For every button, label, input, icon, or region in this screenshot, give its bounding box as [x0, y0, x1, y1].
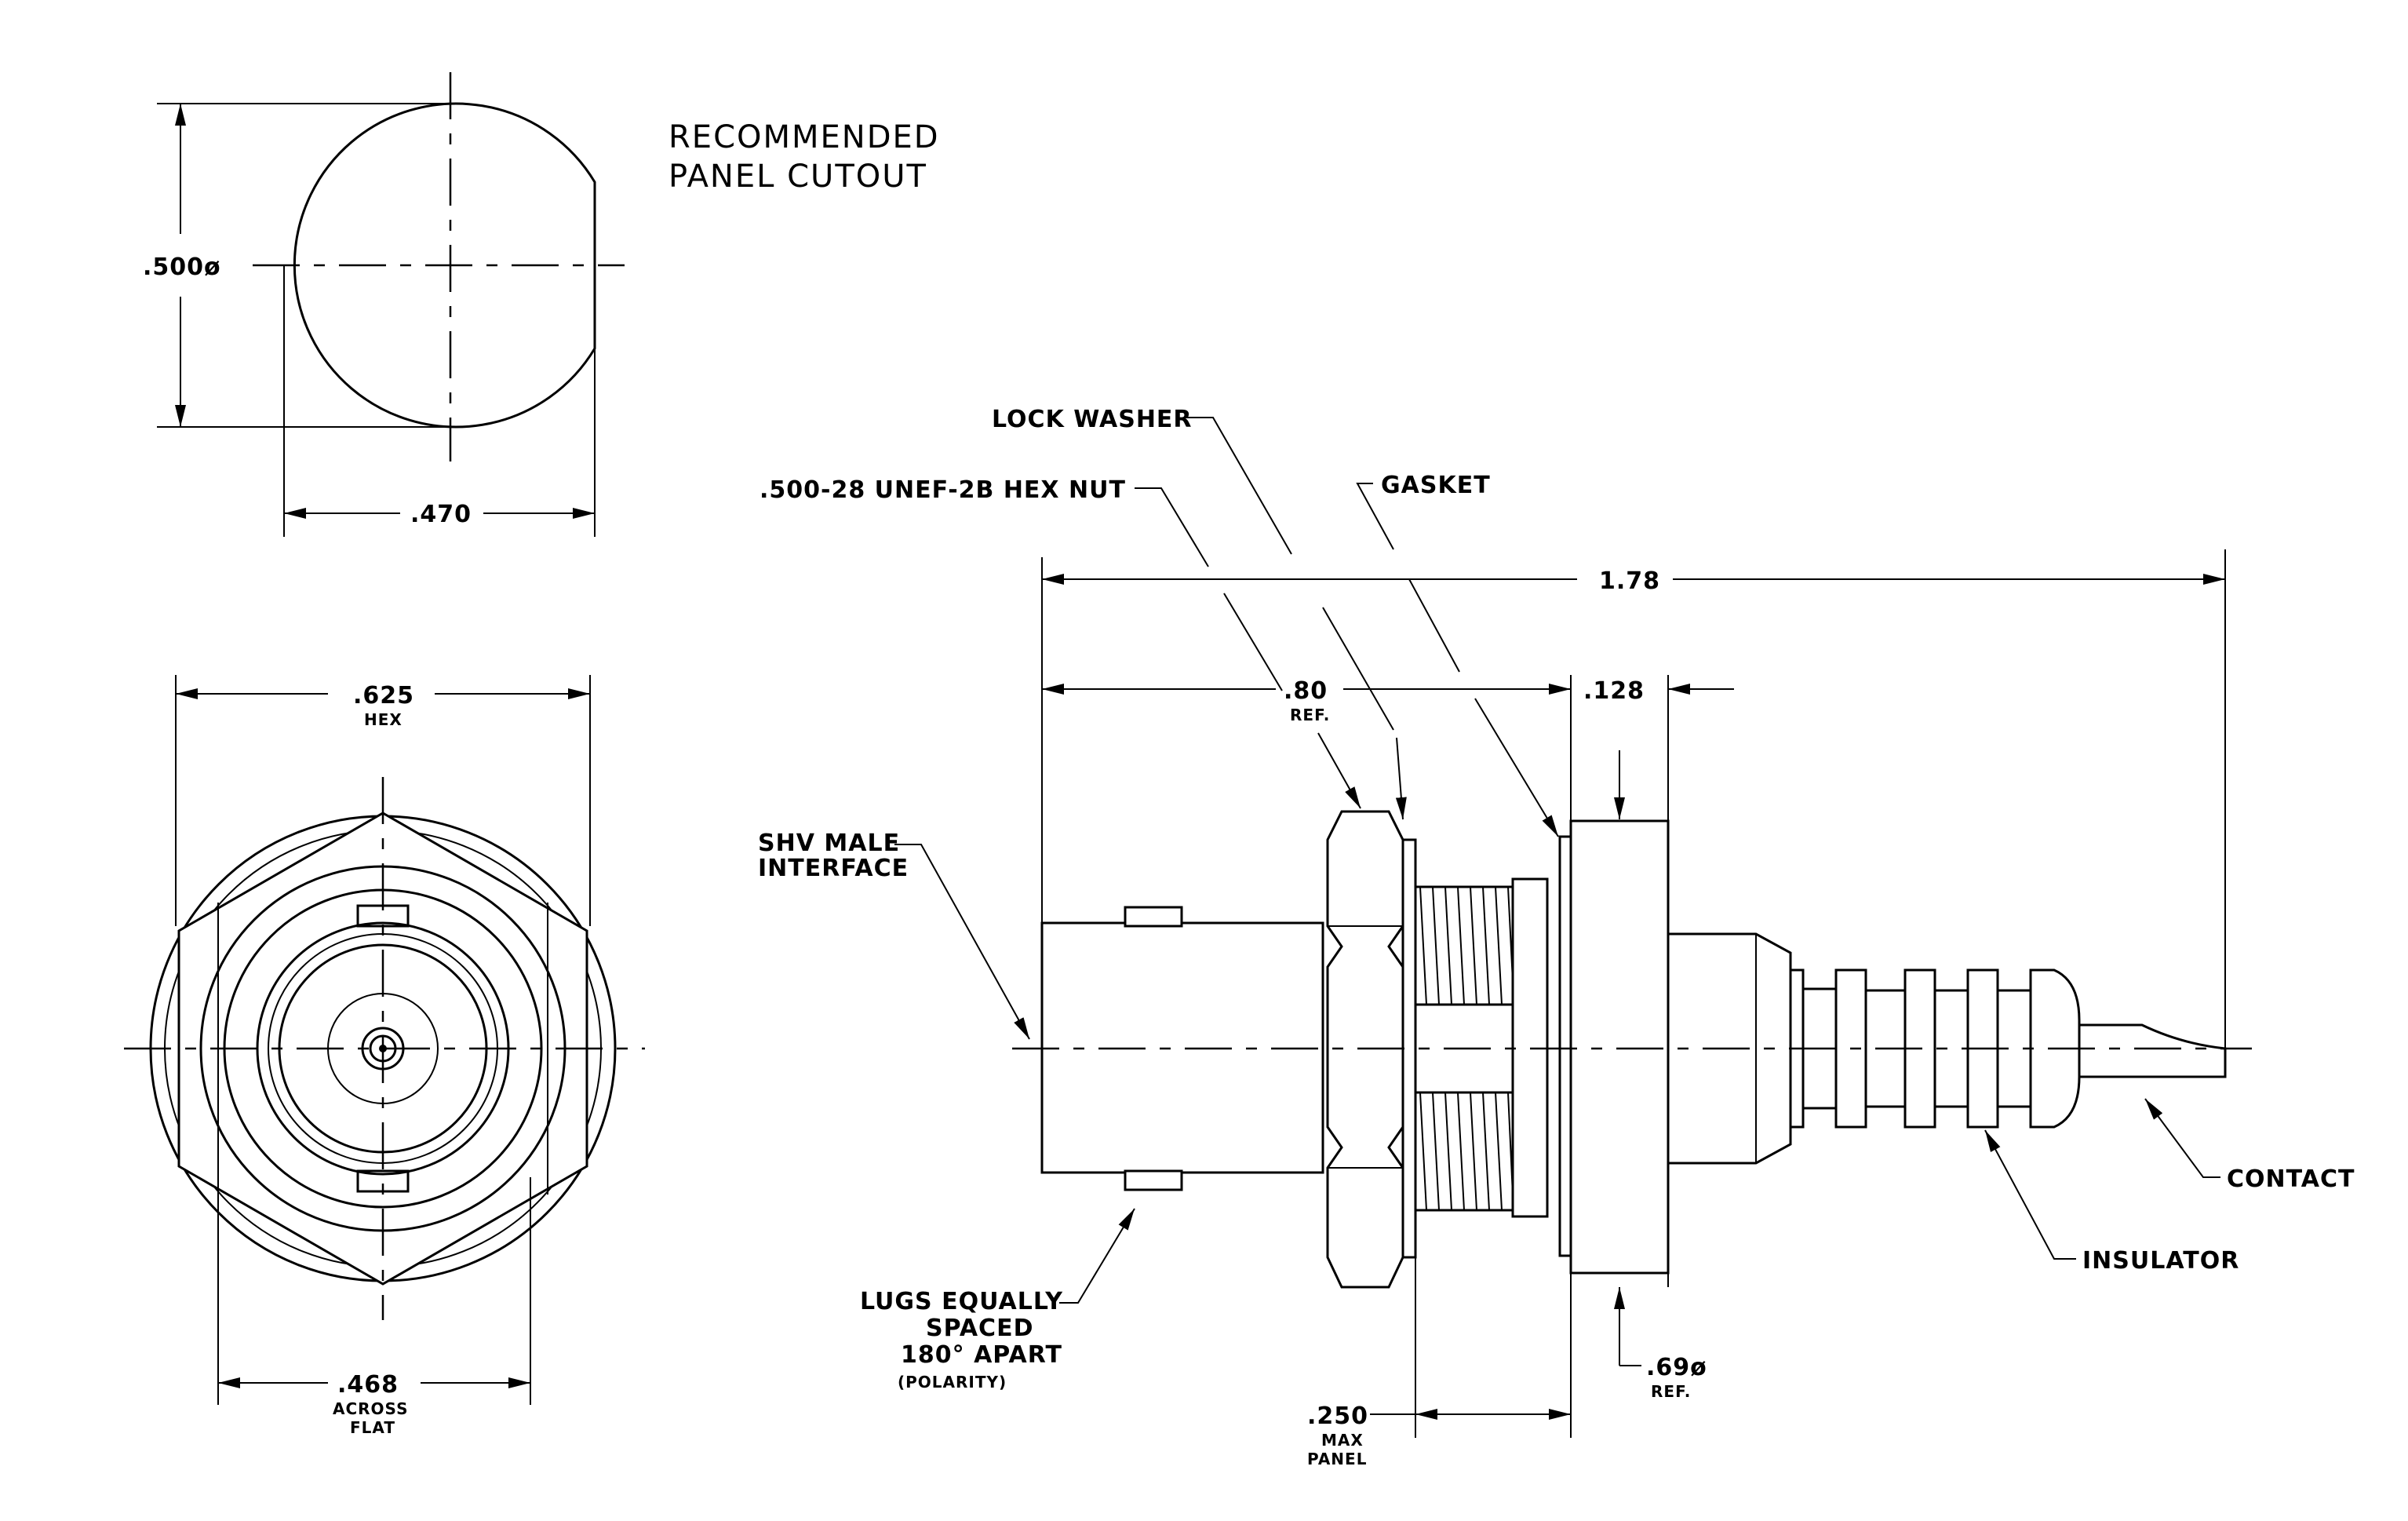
overall-length-dim: 1.78 — [1599, 567, 1660, 595]
lugs-callout-line1: LUGS EQUALLY — [860, 1288, 1063, 1315]
side-top-lug — [1124, 906, 1183, 928]
ref-length-label: REF. — [1290, 706, 1330, 724]
across-flat-label1: ACROSS — [333, 1399, 408, 1418]
thread-bottom — [1414, 1091, 1514, 1212]
hex-nut-callout: .500-28 UNEF-2B HEX NUT — [760, 476, 1126, 504]
hex-dim: .625 — [353, 682, 414, 709]
side-view: 1.78 .80 REF. .128 .250 MAX PANEL .69ø R… — [758, 406, 2355, 1468]
side-bottom-lug — [1124, 1169, 1183, 1191]
contact-pin — [2079, 1023, 2227, 1078]
cutout-diameter-dim: .500ø — [143, 254, 221, 281]
across-flat-label2: FLAT — [350, 1418, 395, 1437]
max-panel-dim: .250 — [1307, 1402, 1368, 1430]
shv-callout-line2: INTERFACE — [758, 855, 909, 882]
cutout-title-line2: PANEL CUTOUT — [668, 159, 927, 195]
contact-callout: CONTACT — [2227, 1165, 2355, 1193]
thread-top — [1414, 885, 1514, 1006]
cutout-outline — [293, 102, 596, 429]
shv-callout-line1: SHV MALE — [758, 830, 900, 857]
ref-length-dim: .80 — [1284, 677, 1328, 705]
lock-washer-side — [1401, 838, 1417, 1259]
lugs-callout-line3: 180° APART — [901, 1341, 1062, 1369]
across-flat-dim: .468 — [337, 1371, 399, 1399]
panel-cutout-view: .500ø .470 RECOMMENDED PANEL CUTOUT — [143, 72, 940, 537]
gasket-side — [1558, 835, 1572, 1257]
cutout-flat-dim: .470 — [410, 501, 472, 528]
flange-dia-label: REF. — [1651, 1382, 1691, 1401]
cutout-title-line1: RECOMMENDED — [668, 119, 940, 155]
lugs-callout-line2: SPACED — [926, 1315, 1033, 1342]
flange-dia-dim: .69ø — [1646, 1354, 1707, 1381]
max-panel-label2: PANEL — [1307, 1450, 1367, 1468]
flange-thickness-dim: .128 — [1583, 677, 1645, 705]
lugs-callout-line4: (POLARITY) — [898, 1373, 1007, 1392]
front-view: .625 HEX .468 ACROSS FLAT — [124, 675, 645, 1437]
flange-side — [1569, 819, 1670, 1275]
max-panel-label1: MAX — [1321, 1431, 1364, 1450]
gasket-callout: GASKET — [1381, 472, 1491, 499]
insulator-callout: INSULATOR — [2082, 1247, 2239, 1275]
lock-washer-callout: LOCK WASHER — [992, 406, 1193, 433]
hex-dim-label: HEX — [364, 710, 403, 729]
